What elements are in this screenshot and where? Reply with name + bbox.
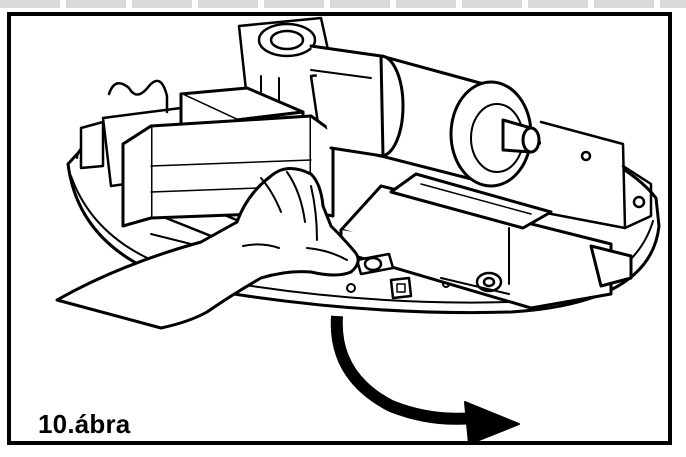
right-bracket [539,120,653,230]
channel-rail [339,172,633,310]
fan-motor [309,44,541,188]
figure-caption: 10.ábra [38,409,131,439]
header-strip [0,0,686,8]
figure-frame: 10.ábra [7,12,672,445]
microwave-base-illustration [55,16,661,441]
direction-arrow [330,315,520,441]
fasteners [355,252,510,300]
hand [55,167,360,330]
